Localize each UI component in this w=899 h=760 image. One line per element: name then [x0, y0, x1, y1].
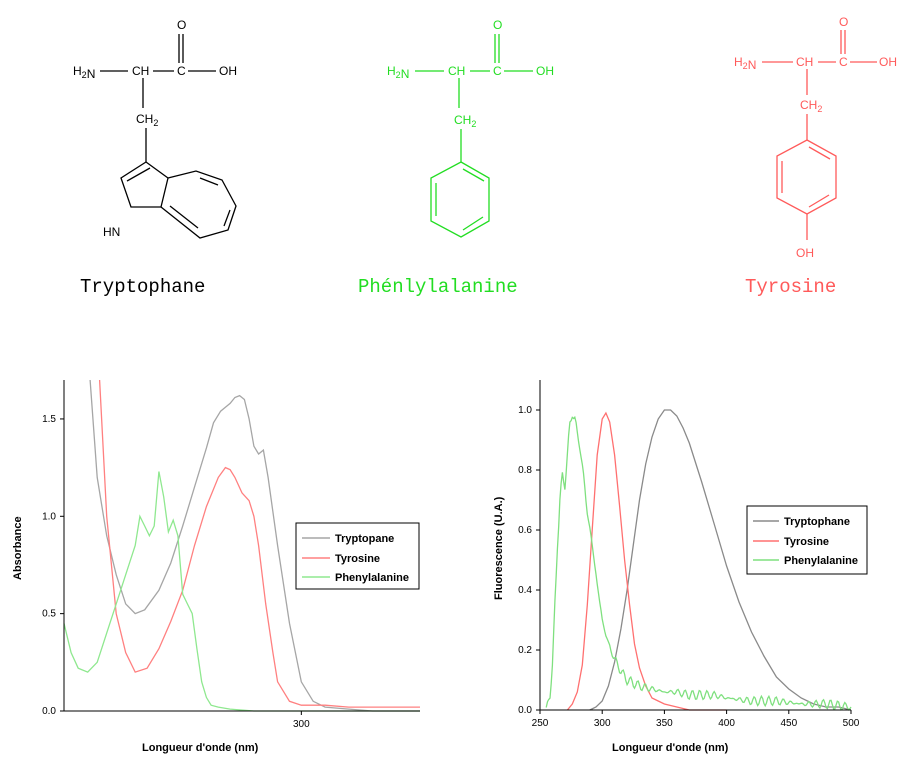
absorbance-series-group: [63, 379, 420, 712]
legend-label-tryptophane: Tryptophane: [784, 516, 850, 528]
tyr-atom-ch: CH: [796, 55, 813, 69]
phe-atom-o: O: [493, 18, 502, 32]
trp-atom-ch2: CH2: [136, 112, 158, 128]
absorbance-ticks: 0.0 0.5 1.0 1.5 300: [42, 414, 310, 730]
tyr-atom-h2n: H2N: [734, 55, 756, 72]
y-tick-label: 1.0: [42, 511, 56, 522]
series-line-tryptophane: [589, 409, 852, 711]
y-tick-label: 1.0: [518, 405, 532, 416]
phe-atom-h2n: H2N: [387, 64, 409, 81]
x-tick-label: 300: [594, 718, 611, 729]
x-tick-label: 250: [532, 718, 549, 729]
legend-label-tyrosine-fluo: Tyrosine: [784, 536, 829, 548]
y-tick-label: 0.8: [518, 465, 532, 476]
tyr-atom-c: C: [839, 55, 848, 69]
y-tick-label: 1.5: [42, 414, 56, 425]
tryptophane-structure: H2N CH C O OH CH2 HN Tryptophane: [73, 18, 237, 298]
phe-atom-ch2: CH2: [454, 113, 476, 129]
phenylalanine-label: Phénlylalanine: [358, 276, 518, 298]
fluorescence-y-label: Fluorescence (U.A.): [493, 496, 505, 600]
legend-label-tyrosine: Tyrosine: [335, 553, 380, 565]
tryptophane-label: Tryptophane: [80, 276, 205, 298]
y-tick-label: 0.6: [518, 525, 532, 536]
y-tick-label: 0.2: [518, 645, 532, 656]
trp-atom-ch: CH: [132, 64, 149, 78]
x-tick-label: 450: [780, 718, 797, 729]
series-line-tryptopane: [89, 379, 420, 712]
absorbance-legend: Tryptopane Tyrosine Phenylalanine: [295, 522, 420, 590]
series-line-phenylalanine: [545, 415, 852, 711]
legend-label-phenylalanine-fluo: Phenylalanine: [784, 555, 858, 567]
absorbance-y-label: Absorbance: [12, 516, 24, 580]
absorbance-legend-box: [295, 522, 420, 590]
x-tick-label: 350: [656, 718, 673, 729]
tyr-atom-oh-phenol: OH: [796, 246, 814, 260]
series-line-tyrosine: [566, 411, 727, 711]
phe-atom-c: C: [493, 64, 502, 78]
y-tick-label: 0.4: [518, 585, 532, 596]
fluorescence-series-group: [545, 409, 852, 711]
trp-atom-h2n: H2N: [73, 64, 95, 81]
y-tick-label: 0.0: [42, 706, 56, 717]
fluorescence-ticks: 0.0 0.2 0.4 0.6 0.8 1.0 250 300 350 400 450 500: [518, 405, 860, 729]
series-line-phenylalanine: [63, 471, 420, 712]
x-tick-label: 500: [843, 718, 860, 729]
tyr-atom-oh: OH: [879, 55, 897, 69]
fluorescence-legend-box: [746, 505, 868, 575]
legend-label-tryptopane: Tryptopane: [335, 533, 394, 545]
absorbance-chart: 0.0 0.5 1.0 1.5 300 Longueur d'onde (nm) Abs…: [12, 379, 420, 754]
tyr-atom-o: O: [839, 15, 848, 29]
trp-atom-oh: OH: [219, 64, 237, 78]
tyr-atom-ch2: CH2: [800, 98, 822, 114]
phenylalanine-structure: H2N CH C O OH CH2 Phénlylalanine: [358, 18, 554, 298]
y-tick-label: 0.0: [518, 705, 532, 716]
tyrosine-structure: H2N CH C O OH CH2 OH Tyrosine: [734, 15, 897, 298]
fluorescence-chart: 0.0 0.2 0.4 0.6 0.8 1.0 250 300 350 400 450 500 Lon…: [493, 380, 868, 754]
legend-label-phenylalanine: Phenylalanine: [335, 572, 409, 584]
trp-atom-hn: HN: [103, 225, 120, 239]
x-tick-label: 300: [293, 719, 310, 730]
absorbance-x-label: Longueur d'onde (nm): [142, 742, 259, 754]
fluorescence-legend: Tryptophane Tyrosine Phenylalanine: [746, 505, 868, 575]
x-tick-label: 400: [718, 718, 735, 729]
phe-atom-oh: OH: [536, 64, 554, 78]
fluorescence-x-label: Longueur d'onde (nm): [612, 742, 729, 754]
tyrosine-label: Tyrosine: [745, 276, 836, 298]
trp-atom-c: C: [177, 64, 186, 78]
phe-atom-ch: CH: [448, 64, 465, 78]
series-line-tyrosine: [98, 379, 420, 708]
trp-atom-o: O: [177, 18, 186, 32]
y-tick-label: 0.5: [42, 609, 56, 620]
